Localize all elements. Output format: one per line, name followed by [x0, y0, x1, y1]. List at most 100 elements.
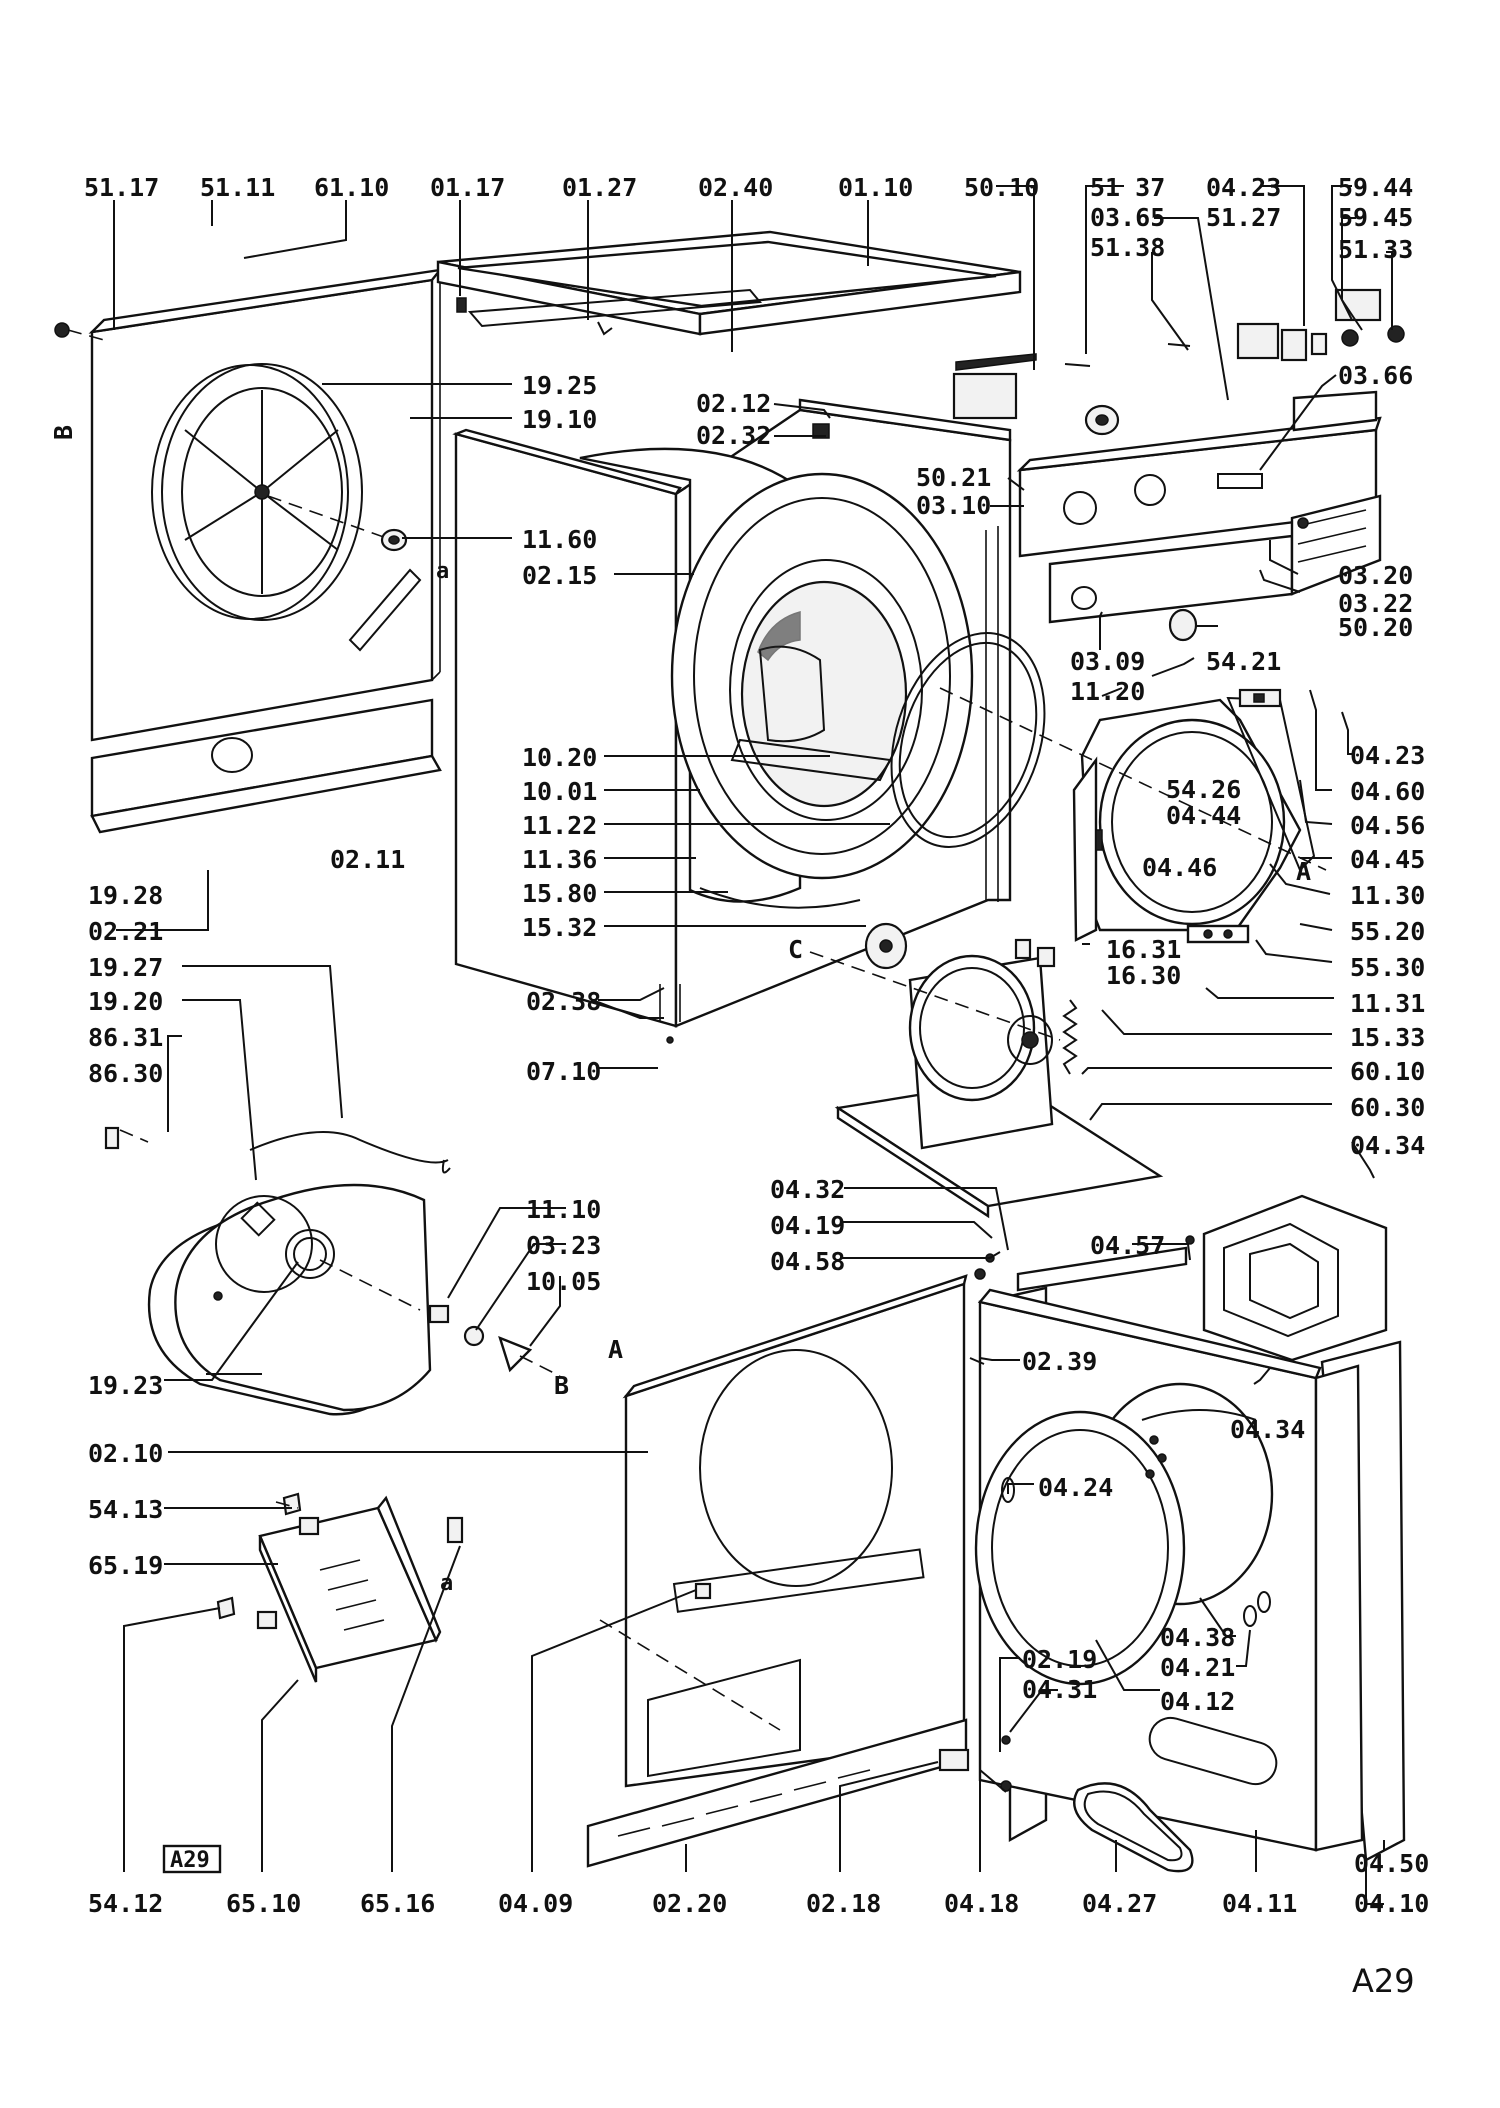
label-04.32: 04.32	[770, 1175, 845, 1204]
label-04.09: 04.09	[498, 1889, 573, 1918]
label-50.21: 50.21	[916, 463, 991, 492]
section-letter-a-front: A	[608, 1335, 623, 1364]
label-19.20: 19.20	[88, 987, 163, 1016]
label-19.27: 19.27	[88, 953, 163, 982]
label-15.80: 15.80	[522, 879, 597, 908]
label-02.40: 02.40	[698, 173, 773, 202]
label-54.13: 54.13	[88, 1495, 163, 1524]
label-55.30: 55.30	[1350, 953, 1425, 982]
label-11.60: 11.60	[522, 525, 597, 554]
label-04.11: 04.11	[1222, 1889, 1297, 1918]
label-04.44: 04.44	[1166, 801, 1241, 830]
box-code: A29	[170, 1848, 210, 1873]
label-19.28: 19.28	[88, 881, 163, 910]
label-10.05: 10.05	[526, 1267, 601, 1296]
label-51.11: 51.11	[200, 173, 275, 202]
label-61.10: 61.10	[314, 173, 389, 202]
label-11.10: 11.10	[526, 1195, 601, 1224]
label-02.11: 02.11	[330, 845, 405, 874]
label-04.10: 04.10	[1354, 1889, 1429, 1918]
label-04.45: 04.45	[1350, 845, 1425, 874]
label-01.10: 01.10	[838, 173, 913, 202]
label-02.10: 02.10	[88, 1439, 163, 1468]
section-letter-a-shell: A	[1296, 857, 1311, 886]
label-03.65: 03.65	[1090, 203, 1165, 232]
label-03.22: 03.22	[1338, 589, 1413, 618]
door-seal	[890, 632, 1046, 848]
label-04.18: 04.18	[944, 1889, 1019, 1918]
label-04.12: 04.12	[1160, 1687, 1235, 1716]
label-51.37: 51 37	[1090, 173, 1165, 202]
label-04.60: 04.60	[1350, 777, 1425, 806]
front-bearing-shell	[939, 687, 1327, 944]
front-panel	[586, 1274, 968, 1868]
label-04.46: 04.46	[1142, 853, 1217, 882]
section-letter-b-duct: B	[554, 1371, 569, 1400]
label-54.26: 54.26	[1166, 775, 1241, 804]
label-51.33: 51.33	[1338, 235, 1413, 264]
label-86.31: 86.31	[88, 1023, 163, 1052]
box-code-frame	[162, 1844, 222, 1874]
label-02.18: 02.18	[806, 1889, 881, 1918]
labels: 51.17 51.11 61.10 01.17 01.27 02.40 01.1…	[49, 173, 1429, 2000]
label-04.38: 04.38	[1160, 1623, 1235, 1652]
door-assembly	[938, 1194, 1406, 1873]
label-86.30: 86.30	[88, 1059, 163, 1088]
label-16.31: 16.31	[1106, 935, 1181, 964]
label-15.33: 15.33	[1350, 1023, 1425, 1052]
heater-box	[216, 1492, 464, 1683]
label-04.57: 04.57	[1090, 1231, 1165, 1260]
label-59.44: 59.44	[1338, 173, 1413, 202]
label-02.15: 02.15	[522, 561, 597, 590]
label-54.12: 54.12	[88, 1889, 163, 1918]
label-01.17: 01.17	[430, 173, 505, 202]
label-02.20: 02.20	[652, 1889, 727, 1918]
label-51.27: 51.27	[1206, 203, 1281, 232]
label-11.30: 11.30	[1350, 881, 1425, 910]
leader-lines	[113, 185, 1393, 1905]
label-03.09: 03.09	[1070, 647, 1145, 676]
label-10.01: 10.01	[522, 777, 597, 806]
label-19.23: 19.23	[88, 1371, 163, 1400]
label-55.20: 55.20	[1350, 917, 1425, 946]
label-60.10: 60.10	[1350, 1057, 1425, 1086]
label-65.16: 65.16	[360, 1889, 435, 1918]
label-04.50: 04.50	[1354, 1849, 1429, 1878]
label-19.25: 19.25	[522, 371, 597, 400]
label-51.38: 51.38	[1090, 233, 1165, 262]
label-04.23-right: 04.23	[1350, 741, 1425, 770]
label-65.10: 65.10	[226, 1889, 301, 1918]
label-04.24: 04.24	[1038, 1473, 1113, 1502]
label-04.34-top: 04.34	[1350, 1131, 1425, 1160]
label-02.39: 02.39	[1022, 1347, 1097, 1376]
label-50.10: 50.10	[964, 173, 1039, 202]
section-letter-b-left: B	[49, 425, 78, 440]
sheet-code: A29	[1352, 1962, 1415, 2000]
label-02.21: 02.21	[88, 917, 163, 946]
label-51.17: 51.17	[84, 173, 159, 202]
label-04.27: 04.27	[1082, 1889, 1157, 1918]
label-19.10: 19.10	[522, 405, 597, 434]
label-01.27: 01.27	[562, 173, 637, 202]
section-letter-c: C	[788, 935, 803, 964]
label-02.38: 02.38	[526, 987, 601, 1016]
label-03.20: 03.20	[1338, 561, 1413, 590]
label-04.58: 04.58	[770, 1247, 845, 1276]
label-10.20: 10.20	[522, 743, 597, 772]
label-11.22: 11.22	[522, 811, 597, 840]
label-04.34-lower: 04.34	[1230, 1415, 1305, 1444]
label-03.23: 03.23	[526, 1231, 601, 1260]
label-54.21: 54.21	[1206, 647, 1281, 676]
label-02.12: 02.12	[696, 389, 771, 418]
label-03.10: 03.10	[916, 491, 991, 520]
label-04.23-top: 04.23	[1206, 173, 1281, 202]
rear-duct-housing	[104, 1126, 561, 1416]
label-04.19: 04.19	[770, 1211, 845, 1240]
label-15.32: 15.32	[522, 913, 597, 942]
top-cover	[436, 230, 1022, 336]
label-16.30: 16.30	[1106, 961, 1181, 990]
label-02.19: 02.19	[1022, 1645, 1097, 1674]
control-panel	[952, 288, 1405, 642]
label-65.19: 65.19	[88, 1551, 163, 1580]
